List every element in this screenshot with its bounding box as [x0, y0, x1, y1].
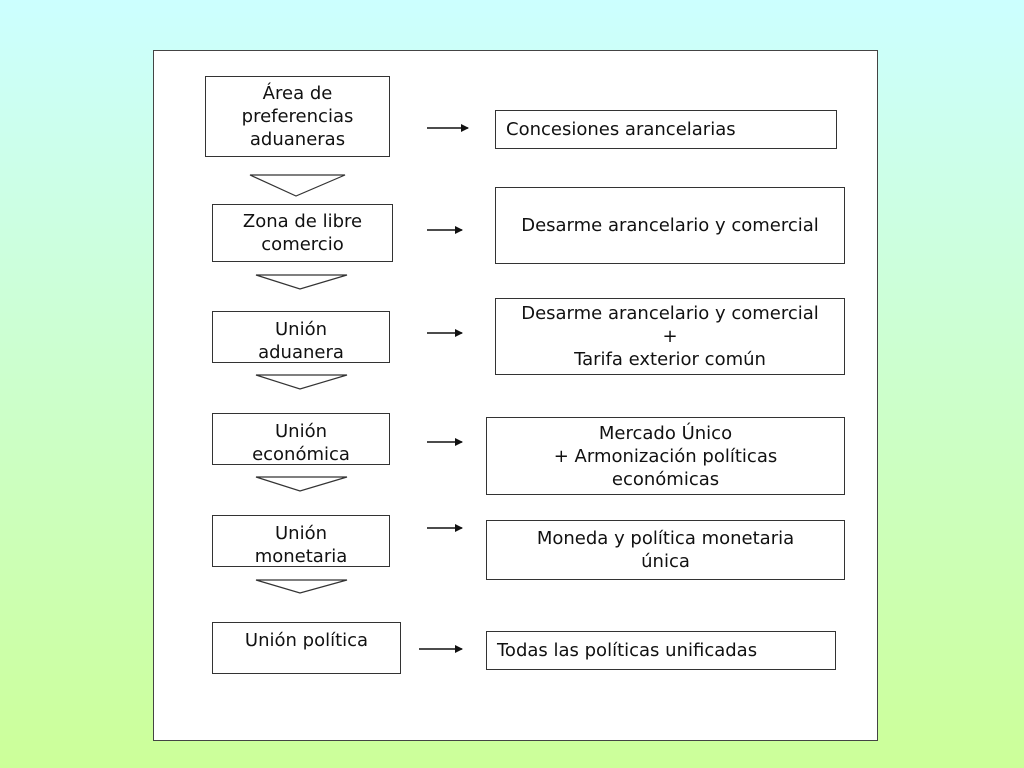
stage-line: Unión: [274, 319, 327, 340]
feature-line: Tarifa exterior común: [574, 349, 766, 370]
stage-line: Área de: [262, 83, 333, 104]
feature-box-mercado-unico: Mercado Único + Armonización políticas e…: [486, 417, 845, 495]
stage-line: comercio: [261, 234, 344, 255]
feature-line: única: [641, 551, 690, 572]
feature-line: Moneda y política monetaria: [536, 528, 795, 549]
feature-line: Concesiones arancelarias: [506, 119, 736, 140]
stage-box-preferencias: Área de preferencias aduaneras: [205, 76, 390, 157]
stage-line: preferencias: [241, 106, 354, 127]
feature-box-desarme-tarifa: Desarme arancelario y comercial + Tarifa…: [495, 298, 845, 375]
stage-line: económica: [252, 444, 350, 465]
stage-line: monetaria: [254, 546, 348, 567]
stage-box-union-politica: Unión política: [212, 622, 401, 674]
feature-line: económicas: [611, 468, 720, 490]
feature-line: Desarme arancelario y comercial: [521, 303, 819, 324]
feature-line: Mercado Único: [598, 422, 733, 444]
stage-box-libre-comercio: Zona de libre comercio: [212, 204, 393, 262]
feature-line: + Armonización políticas: [553, 445, 778, 467]
stage-line: Zona de libre: [242, 211, 363, 232]
stage-line: Unión: [274, 421, 327, 442]
feature-line: Todas las políticas unificadas: [497, 640, 758, 661]
stage-line: aduaneras: [249, 129, 346, 150]
feature-box-moneda: Moneda y política monetaria única: [486, 520, 845, 580]
feature-box-concesiones: Concesiones arancelarias: [495, 110, 837, 149]
feature-box-desarme: Desarme arancelario y comercial: [495, 187, 845, 264]
stage-box-union-monetaria: Unión monetaria: [212, 515, 390, 567]
stage-box-union-economica: Unión económica: [212, 413, 390, 465]
feature-line: +: [662, 326, 678, 347]
feature-box-politicas-unificadas: Todas las políticas unificadas: [486, 631, 836, 670]
feature-line: Desarme arancelario y comercial: [521, 215, 819, 236]
stage-line: Unión política: [244, 630, 369, 651]
stage-box-union-aduanera: Unión aduanera: [212, 311, 390, 363]
stage-line: aduanera: [258, 342, 344, 363]
stage-line: Unión: [274, 523, 327, 544]
